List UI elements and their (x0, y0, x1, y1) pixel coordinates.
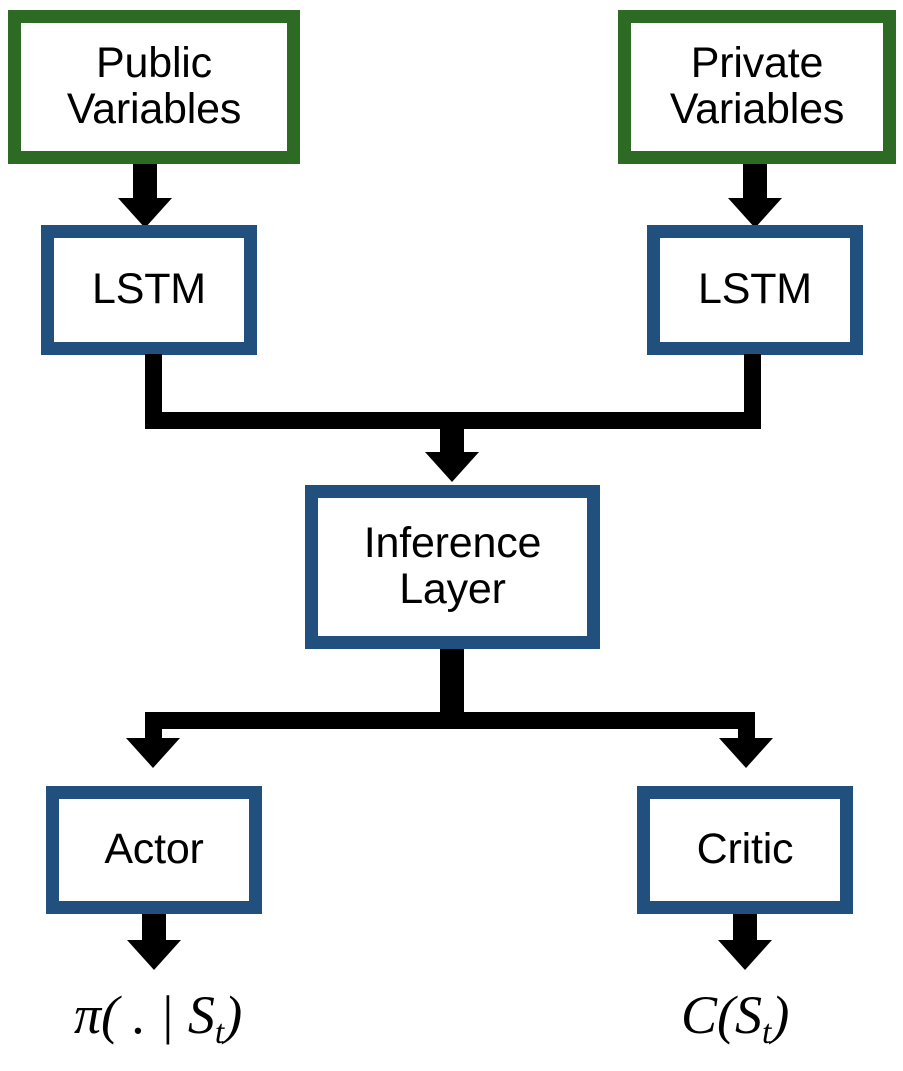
arrow-down-icon-public-to-lstm (118, 198, 172, 228)
edge-split-stem (440, 649, 464, 717)
node-lstm-public: LSTM (41, 225, 257, 355)
edge-merge-right-drop (744, 354, 761, 422)
node-inference-layer: Inference Layer (305, 485, 600, 649)
node-private-variables: Private Variables (618, 10, 896, 164)
node-lstm-private: LSTM (647, 225, 863, 355)
edge-merge-left-drop (145, 354, 162, 422)
node-public-variables: Public Variables (8, 10, 300, 164)
arrow-down-icon-private-to-lstm (728, 198, 782, 228)
label-policy-output-subscript: t (214, 1014, 225, 1052)
label-value-output: C(St) (681, 988, 789, 1050)
label-policy-output-pre: π( . | S (74, 985, 215, 1045)
edge-split-right-drop (738, 712, 755, 744)
edge-split-horizontal-bar (145, 712, 755, 729)
node-critic: Critic (637, 786, 853, 914)
label-value-output-pre: C(S (681, 985, 762, 1045)
label-value-output-post: ) (771, 985, 790, 1045)
arrow-down-icon-merge-to-inference (425, 452, 479, 482)
label-value-output-subscript: t (762, 1014, 772, 1052)
node-actor: Actor (46, 786, 262, 914)
label-policy-output: π( . | St) (74, 988, 242, 1050)
arrow-down-icon-split-to-critic (719, 738, 773, 768)
label-policy-output-post: ) (224, 985, 243, 1045)
edge-split-left-drop (145, 712, 162, 744)
arrow-down-icon-split-to-actor (126, 738, 180, 768)
arrow-down-icon-actor-to-policy (127, 940, 181, 970)
arrow-down-icon-critic-to-value (718, 940, 772, 970)
